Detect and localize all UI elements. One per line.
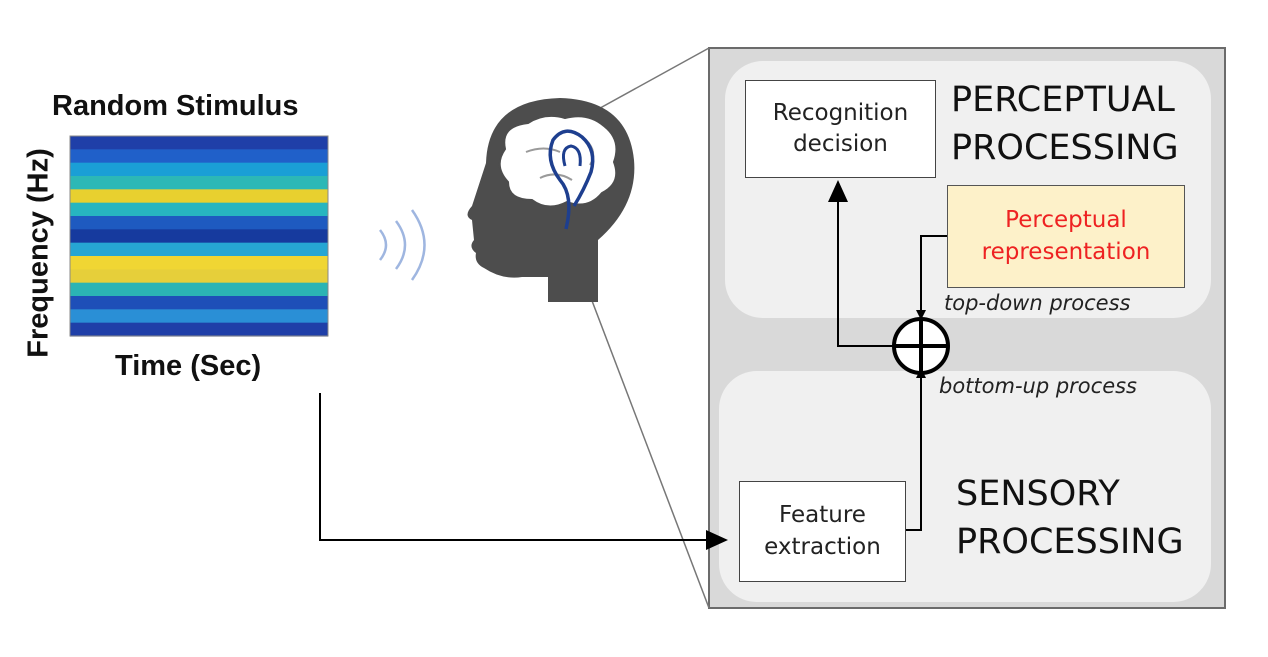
spectrogram-band [70, 256, 328, 270]
representation-line-2: representation [981, 238, 1151, 265]
recognition-line-2: decision [793, 131, 888, 157]
feature-line-2: extraction [764, 533, 881, 560]
bottom-up-process-label: bottom-up process [939, 374, 1138, 398]
head-with-brain-and-ear-icon [467, 98, 635, 302]
spectrogram-band [70, 269, 328, 284]
spectrogram-band [70, 216, 328, 230]
feature-line-1: Feature [779, 502, 866, 529]
recognition-decision-box: Recognition decision [745, 80, 936, 178]
spectrogram-band [70, 136, 328, 150]
feature-extraction-box: Feature extraction [739, 481, 906, 582]
spectrogram-band [70, 296, 328, 310]
spectrogram-band [70, 229, 328, 244]
sound-waves-icon [378, 209, 426, 281]
sensory-processing-title: SENSORY PROCESSING [956, 474, 1184, 563]
top-down-arrow [916, 235, 947, 320]
stimulus-x-axis-label: Time (Sec) [115, 350, 262, 382]
stimulus-y-axis-label: Frequency (Hz) [22, 148, 55, 358]
spectrogram-image [69, 135, 329, 337]
bottom-up-arrow [906, 368, 926, 531]
spectrogram-band [70, 189, 328, 204]
spectrogram-band [70, 149, 328, 164]
spectrogram-band [70, 282, 328, 297]
spectrogram-band [70, 242, 328, 257]
spectrogram-band [70, 162, 328, 177]
circled-plus-icon [892, 317, 950, 375]
spectrogram-band [70, 202, 328, 217]
perceptual-processing-title: PERCEPTUAL PROCESSING [951, 80, 1179, 169]
spectrogram-band [70, 322, 328, 337]
spectrogram-band [70, 176, 328, 190]
top-down-process-label: top-down process [944, 291, 1131, 315]
perceptual-representation-box: Perceptual representation [947, 185, 1185, 288]
representation-line-1: Perceptual [1005, 207, 1127, 234]
spectrogram-band [70, 309, 328, 324]
stimulus-to-feature-arrow [319, 393, 728, 550]
stimulus-title: Random Stimulus [52, 90, 299, 122]
spectrogram-frame [69, 135, 329, 337]
combiner-to-recognition-arrow [828, 180, 894, 347]
recognition-line-1: Recognition [772, 99, 909, 126]
